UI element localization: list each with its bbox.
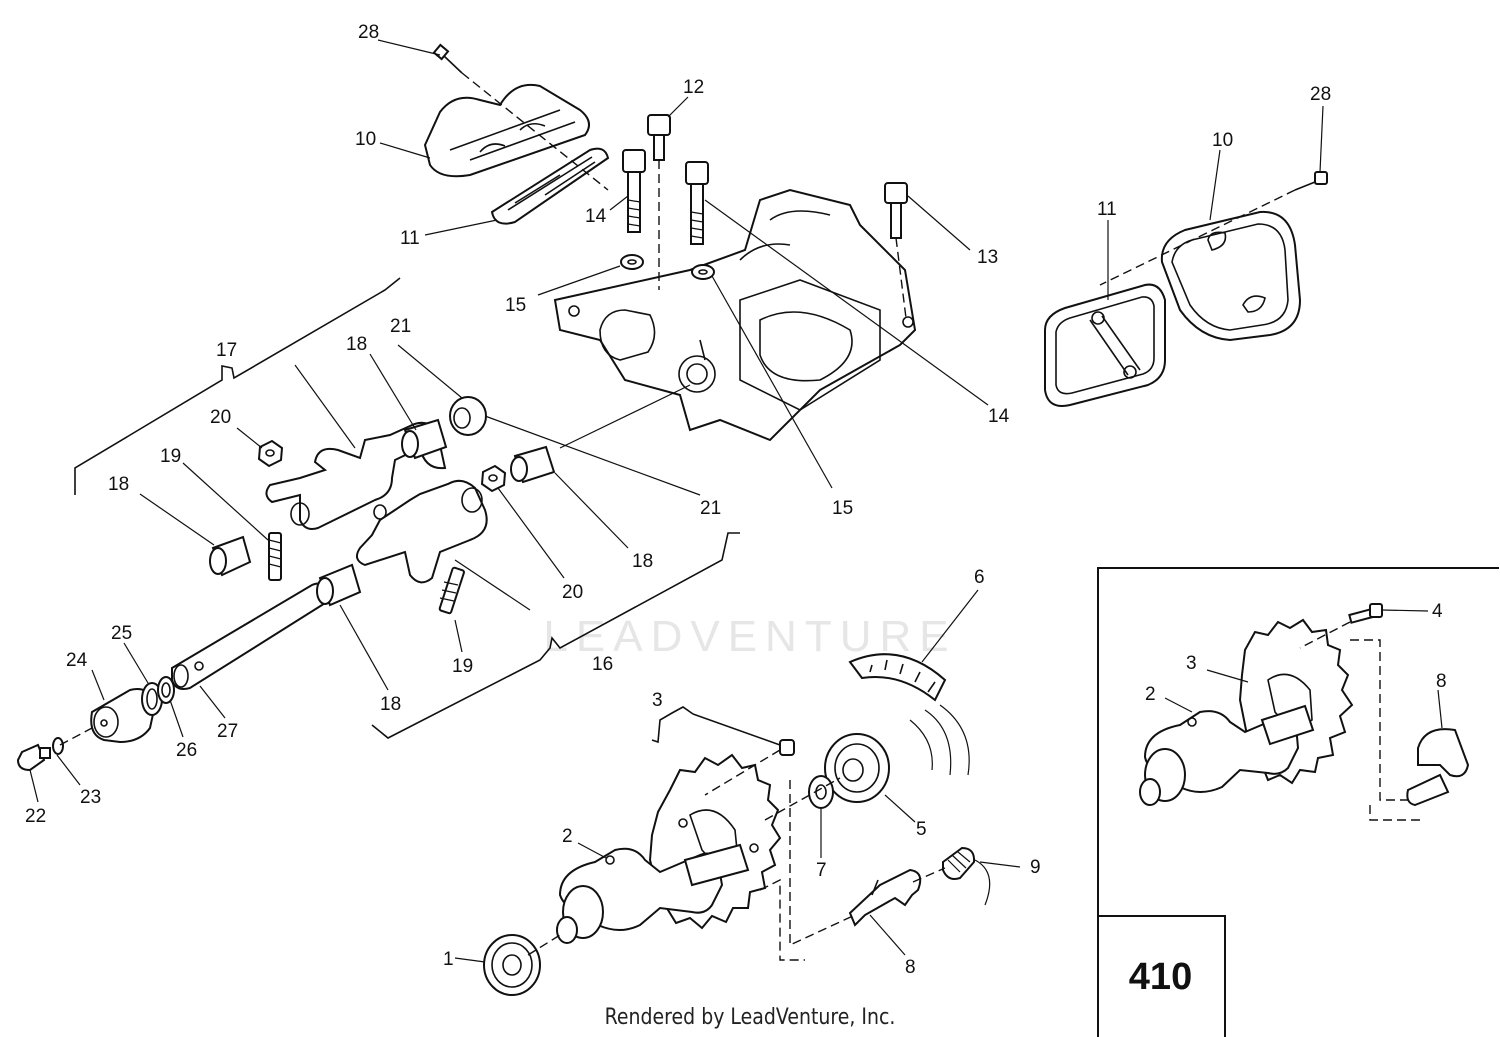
callout-10: 10 [355, 129, 376, 150]
callout-8: 8 [1436, 671, 1447, 692]
washer-part-15-right[interactable] [691, 264, 715, 280]
rocker-shaft-part-27[interactable] [171, 582, 332, 690]
inset-camshaft-part-2[interactable] [1139, 704, 1315, 806]
plug-screw-part-22[interactable] [16, 743, 51, 772]
callout-1: 1 [443, 949, 454, 970]
callout-15: 15 [832, 498, 853, 519]
callout-2: 2 [562, 826, 573, 847]
cylinder-head[interactable] [553, 188, 917, 442]
callout-27: 27 [217, 721, 238, 742]
callout-19: 19 [452, 656, 473, 677]
callout-17: 17 [216, 340, 237, 361]
spacer-part-18-d[interactable] [316, 563, 362, 607]
callout-14: 14 [585, 206, 607, 227]
page-number-box: 410 [1097, 915, 1226, 1037]
callout-18: 18 [380, 694, 401, 715]
nut-part-20-b[interactable] [480, 464, 507, 493]
washer-part-15-left[interactable] [620, 254, 644, 270]
callout-20: 20 [210, 407, 231, 428]
valve-cover-part-10[interactable] [423, 83, 590, 178]
callout-5: 5 [916, 819, 927, 840]
inset-lever-part-8[interactable] [1406, 728, 1470, 807]
valve-cover-part-10-right[interactable] [1160, 210, 1302, 342]
bolt-part-13[interactable] [884, 182, 908, 239]
callout-6: 6 [974, 567, 985, 588]
callout-16: 16 [592, 654, 613, 675]
callout-20: 20 [562, 582, 583, 603]
callout-28: 28 [358, 22, 379, 43]
bearing-part-5[interactable] [824, 733, 890, 803]
callout-3: 3 [1186, 653, 1197, 674]
callout-18: 18 [108, 474, 129, 495]
bearing-part-1[interactable] [483, 934, 541, 996]
callout-13: 13 [977, 247, 998, 268]
bolt-part-14-left[interactable] [622, 149, 646, 233]
rocker-arm-part-16[interactable] [355, 479, 488, 584]
callout-18: 18 [632, 551, 653, 572]
spring-part-9[interactable] [942, 846, 991, 906]
decompressor-shoe-part-6[interactable] [848, 653, 947, 702]
nut-part-20-a[interactable] [257, 439, 284, 468]
callout-26: 26 [176, 740, 197, 761]
callout-22: 22 [25, 806, 46, 827]
decompressor-lever-part-8[interactable] [848, 868, 922, 927]
callout-11: 11 [1097, 199, 1117, 220]
bolt-part-28-right[interactable] [1294, 171, 1328, 191]
reference-inset-frame [1097, 567, 1499, 1037]
cover-gasket-part-11-right[interactable] [1044, 283, 1166, 407]
adjust-screw-part-19-a[interactable] [268, 532, 282, 581]
spacer-part-18-a[interactable] [209, 535, 252, 577]
spacer-part-18-c[interactable] [510, 445, 556, 484]
camshaft-part-2[interactable] [556, 843, 750, 944]
adjust-screw-part-19-b[interactable] [438, 566, 465, 615]
washer-part-7[interactable] [808, 775, 834, 809]
callout-25: 25 [111, 623, 132, 644]
callout-24: 24 [66, 650, 88, 671]
bolt-part-3[interactable] [779, 739, 795, 756]
bolt-part-14-right[interactable] [685, 161, 709, 245]
callout-4: 4 [1432, 601, 1443, 622]
callout-7: 7 [816, 860, 827, 881]
callout-8: 8 [905, 957, 916, 978]
footer-credit: Rendered by LeadVenture, Inc. [604, 1005, 896, 1030]
callout-19: 19 [160, 446, 181, 467]
callout-21: 21 [390, 316, 411, 337]
leader-lines [29, 39, 1443, 963]
callout-15: 15 [505, 295, 526, 316]
callout-labels: 28 10 11 12 14 13 15 14 15 28 10 11 17 1… [25, 22, 1447, 978]
oring-part-23[interactable] [52, 737, 64, 755]
callout-28: 28 [1310, 84, 1331, 105]
bolt-part-12[interactable] [647, 114, 671, 161]
callout-14: 14 [988, 406, 1010, 427]
page-number: 410 [1128, 955, 1193, 998]
bushing-part-21[interactable] [449, 396, 487, 436]
callout-21: 21 [700, 498, 721, 519]
callout-23: 23 [80, 787, 101, 808]
callout-3: 3 [652, 690, 663, 711]
callout-12: 12 [683, 77, 704, 98]
bolt-part-28-left[interactable] [432, 43, 463, 74]
callout-2: 2 [1145, 684, 1156, 705]
callout-11: 11 [400, 228, 420, 249]
callout-18: 18 [346, 334, 367, 355]
washer-part-26[interactable] [157, 676, 175, 704]
callout-10: 10 [1212, 130, 1233, 151]
callout-9: 9 [1030, 857, 1041, 878]
